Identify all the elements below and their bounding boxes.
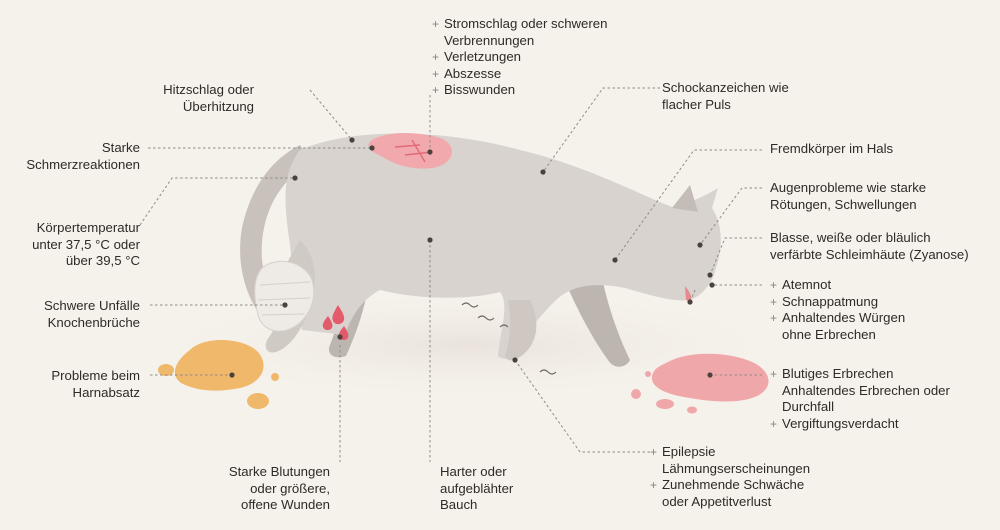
cat-near-front-leg: [505, 300, 537, 361]
tremor-lines-icon: [461, 302, 557, 375]
plus-bullet-icon: +: [432, 50, 440, 64]
label-breathing-list: +Atemnot +Schnappatmung +Anhaltendes Wür…: [770, 277, 906, 342]
cat-body: [285, 133, 721, 359]
label-shock: Schockanzeichen wie flacher Puls: [662, 80, 789, 112]
cat-far-front-leg: [560, 265, 630, 367]
plus-bullet-icon: +: [650, 478, 658, 492]
plus-bullet-icon: +: [432, 83, 440, 97]
label-bleeding: Starke Blutungen oder größere, offene Wu…: [228, 464, 330, 512]
leader-lines: [139, 87, 762, 462]
cat-mouth: [685, 286, 692, 302]
label-accidents: Schwere Unfälle Knochenbrüche: [43, 298, 140, 330]
plus-bullet-icon: +: [770, 367, 778, 381]
label-foreign-body: Fremdkörper im Hals: [770, 141, 894, 156]
plus-bullet-icon: +: [770, 294, 778, 309]
label-neuro-list: +Epilepsie Lähmungserscheinungen +Zunehm…: [650, 444, 811, 509]
plus-bullet-icon: +: [432, 66, 440, 81]
label-heatstroke: Hitzschlag oder Überhitzung: [163, 82, 254, 114]
label-wounds-list: +Stromschlag oder schweren Verbrennungen…: [432, 16, 608, 97]
plus-bullet-icon: +: [770, 416, 778, 431]
label-temperature: Körpertemperatur unter 37,5 °C oder über…: [32, 220, 140, 268]
bandage-icon: [254, 260, 315, 332]
label-eyes: Augenprobleme wie starke Rötungen, Schwe…: [770, 180, 927, 212]
plus-bullet-icon: +: [432, 17, 440, 31]
plus-bullet-icon: +: [650, 445, 658, 459]
plus-bullet-icon: +: [770, 311, 778, 325]
label-vomiting-list: +Blutiges Erbrechen Anhaltendes Erbreche…: [770, 366, 950, 431]
marker-dots: [229, 137, 715, 378]
urine-puddle-icon: [158, 340, 279, 409]
label-pain: Starke Schmerzreaktionen: [26, 140, 140, 172]
plus-bullet-icon: +: [770, 278, 778, 292]
label-mucosa: Blasse, weiße oder bläulich verfärbte Sc…: [770, 230, 969, 262]
cat-tail: [240, 145, 312, 312]
vomit-puddle-icon: [631, 353, 769, 414]
label-belly: Harter oder aufgeblähter Bauch: [440, 464, 514, 512]
cat-ear: [672, 185, 698, 212]
label-urination: Probleme beim Harnabsatz: [51, 368, 140, 400]
